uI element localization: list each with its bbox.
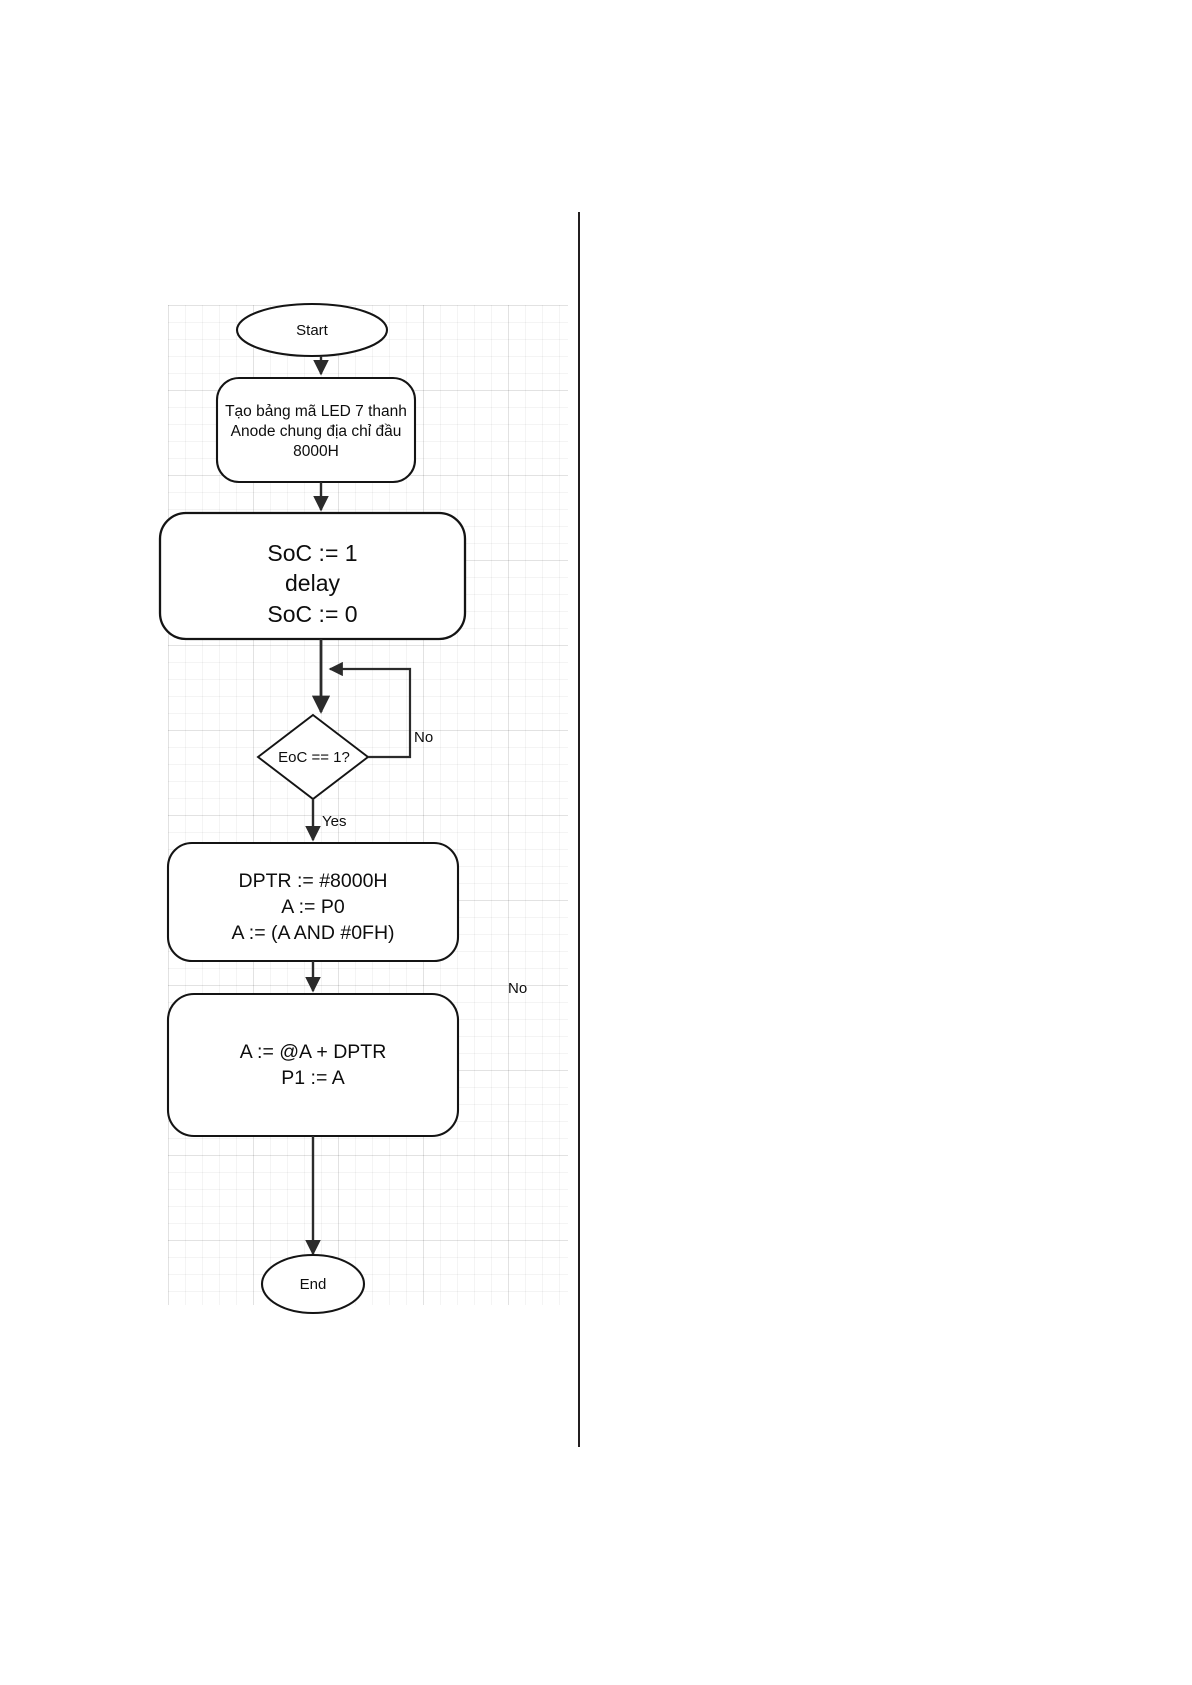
edge-eoc-no-loop bbox=[328, 661, 412, 759]
node-eoc-check-shape bbox=[256, 713, 370, 801]
node-start-shape bbox=[235, 302, 389, 358]
node-lookup-output-shape bbox=[166, 992, 460, 1138]
node-init-table-shape bbox=[215, 376, 417, 484]
node-read-port-shape bbox=[166, 841, 460, 963]
node-end-shape bbox=[260, 1253, 366, 1315]
node-soc-pulse-shape bbox=[158, 511, 467, 641]
page-divider-rule bbox=[578, 212, 580, 1447]
